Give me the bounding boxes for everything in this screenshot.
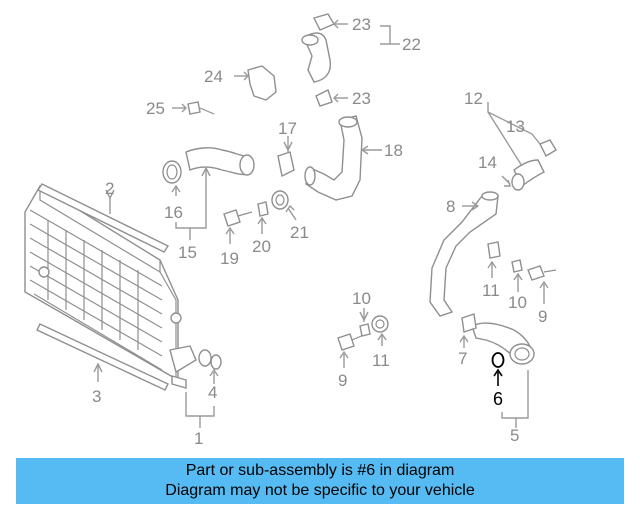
o-ring-6	[491, 352, 505, 386]
nut-20	[257, 201, 269, 234]
callout-8: 8	[446, 197, 455, 216]
o-ring-4	[185, 349, 222, 428]
callout-10-center: 10	[352, 289, 371, 308]
callout-13: 13	[506, 117, 525, 136]
intercooler-core	[24, 185, 197, 389]
sensor-24	[234, 65, 277, 101]
info-banner: Part or sub-assembly is #6 in diagram Di…	[16, 458, 624, 504]
pipe-18	[304, 115, 382, 201]
hose-12	[487, 102, 557, 191]
callout-20: 20	[252, 237, 271, 256]
callout-1: 1	[194, 429, 203, 448]
banner-line-2: Diagram may not be specific to your vehi…	[165, 482, 475, 499]
callout-9-right: 9	[538, 307, 547, 326]
callout-6: 6	[493, 389, 503, 409]
leader-arrows	[93, 19, 523, 377]
callout-14: 14	[478, 153, 497, 172]
callout-18: 18	[384, 141, 403, 160]
hardware-right	[487, 241, 557, 304]
callout-9-center: 9	[338, 371, 347, 390]
callout-11-right: 11	[482, 281, 500, 300]
hose-22	[301, 13, 400, 107]
callout-17: 17	[278, 119, 297, 138]
banner-line-1: Part or sub-assembly is #6 in diagram	[185, 462, 455, 479]
screw-25	[172, 101, 215, 115]
callout-2: 2	[105, 179, 114, 198]
clamp-17	[277, 136, 295, 178]
parts-diagram: 1 2 3 4 5 6 7 8 9 9 10 10 11 11 12 13 14…	[24, 13, 557, 448]
clamp-7	[461, 313, 477, 348]
callout-4: 4	[208, 383, 217, 402]
callout-24: 24	[204, 67, 223, 86]
callout-22: 22	[402, 35, 421, 54]
callout-23-lower: 23	[352, 89, 371, 108]
hose-15	[162, 147, 255, 240]
callout-19: 19	[220, 249, 239, 268]
seal-strip-upper	[36, 183, 170, 253]
callout-7: 7	[458, 349, 467, 368]
callout-16: 16	[164, 203, 183, 222]
callout-23-upper: 23	[352, 15, 371, 34]
callout-5: 5	[510, 426, 519, 445]
callout-10-right: 10	[508, 293, 527, 312]
callout-25: 25	[146, 99, 165, 118]
bolt-19	[223, 209, 253, 244]
seal-strip-lower	[36, 323, 169, 391]
hose-5	[471, 322, 535, 428]
callout-15: 15	[178, 243, 197, 262]
grommet-21	[271, 190, 297, 221]
callout-12: 12	[464, 89, 483, 108]
callout-11-center: 11	[372, 351, 390, 370]
callout-21: 21	[290, 223, 309, 242]
pipe-8	[429, 191, 499, 317]
callout-3: 3	[92, 387, 101, 406]
